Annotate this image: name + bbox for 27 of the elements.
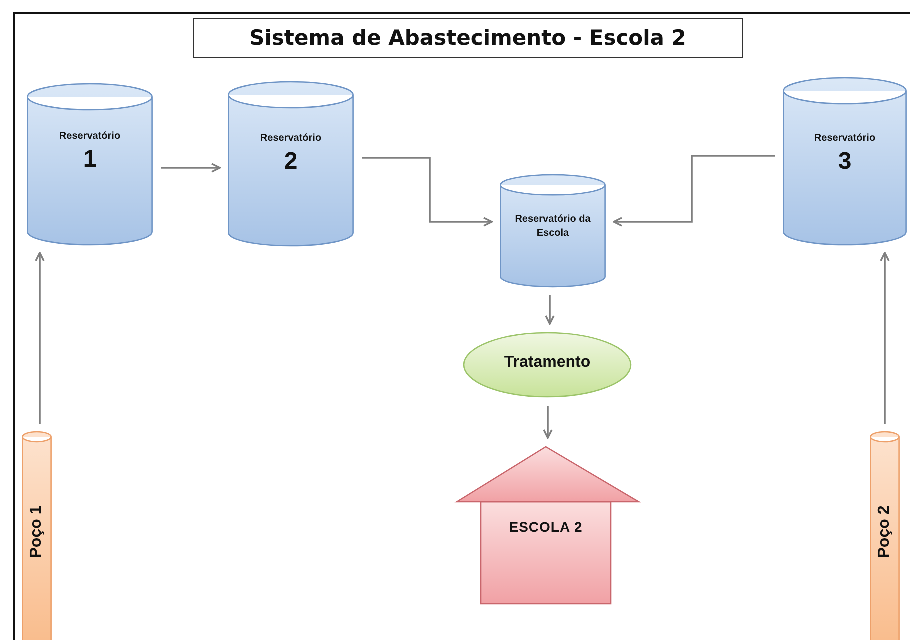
- node-label: Reservatório: [260, 132, 322, 146]
- reservoir-number: 2: [284, 146, 298, 176]
- arrow: [362, 157, 493, 227]
- arrow: [543, 406, 553, 439]
- well-label: Poço 1: [28, 506, 45, 558]
- node-label: Reservatório: [59, 130, 121, 144]
- arrow: [161, 163, 221, 173]
- reservoir-number: 1: [83, 144, 97, 174]
- node-label: Reservatório da Escola: [514, 213, 592, 240]
- treatment-ellipse: [463, 332, 632, 398]
- reservoir-cylinder: [500, 175, 606, 287]
- arrow: [880, 252, 890, 424]
- reservoir-number: 3: [838, 146, 852, 176]
- node-label: Reservatório: [814, 132, 876, 146]
- well-tube: [22, 432, 52, 640]
- node-label: Tratamento: [504, 353, 591, 373]
- diagram-title: Sistema de Abastecimento - Escola 2: [193, 18, 743, 58]
- arrow: [35, 252, 45, 424]
- arrow: [545, 295, 555, 325]
- arrow: [613, 155, 775, 227]
- school-house-shape: [456, 446, 640, 605]
- reservoir-cylinder: [27, 84, 153, 245]
- reservoir-cylinder: [783, 78, 907, 245]
- node-label: ESCOLA 2: [509, 518, 583, 537]
- reservoir-cylinder: [228, 82, 354, 246]
- well-tube: [870, 432, 900, 640]
- well-label: Poço 2: [876, 506, 893, 558]
